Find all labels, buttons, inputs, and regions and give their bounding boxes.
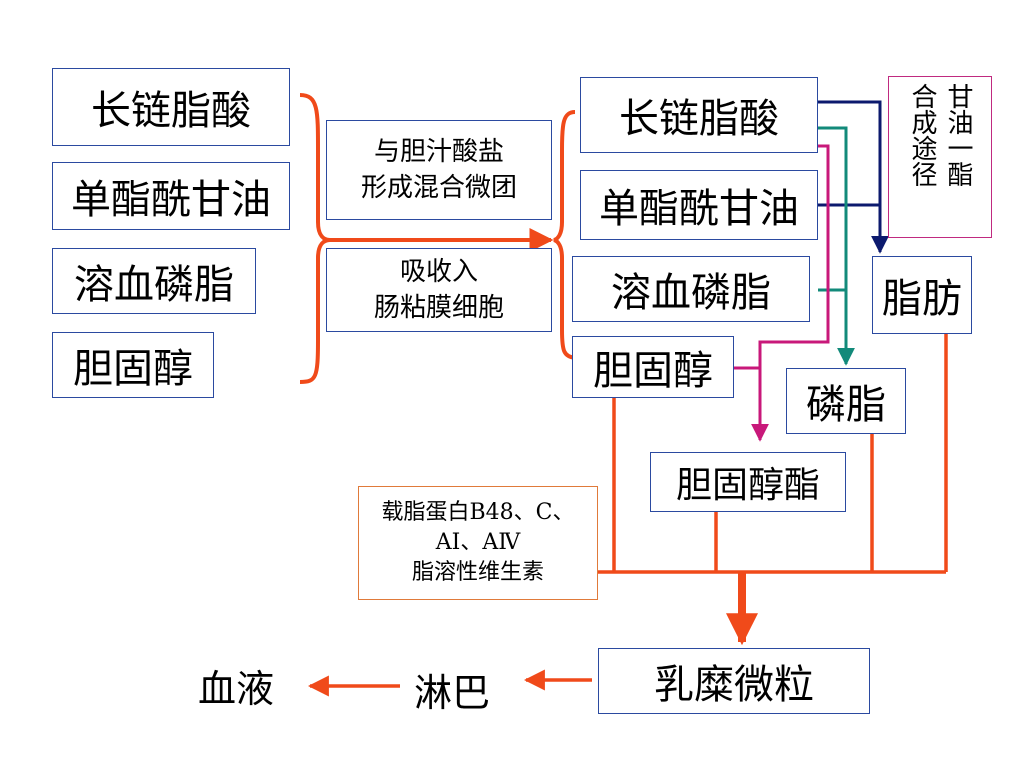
right-cholesterol: 胆固醇: [572, 336, 734, 398]
teal-line-fatty-acid: [818, 126, 855, 366]
apoprotein-line-1: 载脂蛋白B48、C、: [381, 500, 575, 525]
process-top-line-1: 与胆汁酸盐: [373, 137, 504, 167]
process-bottom-line-1: 吸收入: [399, 257, 478, 287]
lymph-label: 淋巴: [414, 671, 491, 715]
fat-box: 脂肪: [872, 256, 972, 334]
collector-lines: [580, 334, 948, 574]
right-monoacylglycerol: 单酯酰甘油: [580, 170, 818, 240]
cholesterol-ester-box: 胆固醇酯: [650, 452, 846, 512]
right-long-chain-fatty-acid: 长链脂酸: [580, 77, 818, 153]
pathway-column-2: 合成途径: [907, 83, 937, 187]
left-monoacylglycerol: 单酯酰甘油: [52, 162, 290, 230]
phospholipid-box: 磷脂: [786, 368, 906, 434]
left-brace: [299, 93, 331, 384]
process-absorb-box: 吸收入 肠粘膜细胞: [326, 248, 552, 332]
apoprotein-line-2: AⅠ、AⅣ: [435, 530, 521, 555]
left-lysophospholipid: 溶血磷脂: [52, 248, 256, 314]
apoprotein-line-3: 脂溶性维生素: [411, 560, 544, 585]
process-micelle-box: 与胆汁酸盐 形成混合微团: [326, 120, 552, 220]
pathway-column-1: 甘油一酯: [943, 83, 973, 187]
navy-line-fatty-acid: [818, 100, 889, 254]
apoprotein-note: 载脂蛋白B48、C、 AⅠ、AⅣ 脂溶性维生素: [358, 486, 598, 600]
chylomicron-box: 乳糜微粒: [598, 648, 870, 714]
right-brace: [553, 110, 576, 360]
right-lysophospholipid: 溶血磷脂: [572, 256, 810, 322]
monoacylglycerol-pathway-label: 甘油一酯 合成途径: [888, 76, 992, 238]
magenta-line-fatty-acid: [751, 144, 830, 442]
process-bottom-line-2: 肠粘膜细胞: [373, 293, 504, 323]
blood-label: 血液: [198, 667, 275, 711]
process-top-line-2: 形成混合微团: [360, 173, 517, 203]
left-cholesterol: 胆固醇: [52, 332, 214, 398]
left-long-chain-fatty-acid: 长链脂酸: [52, 68, 290, 146]
